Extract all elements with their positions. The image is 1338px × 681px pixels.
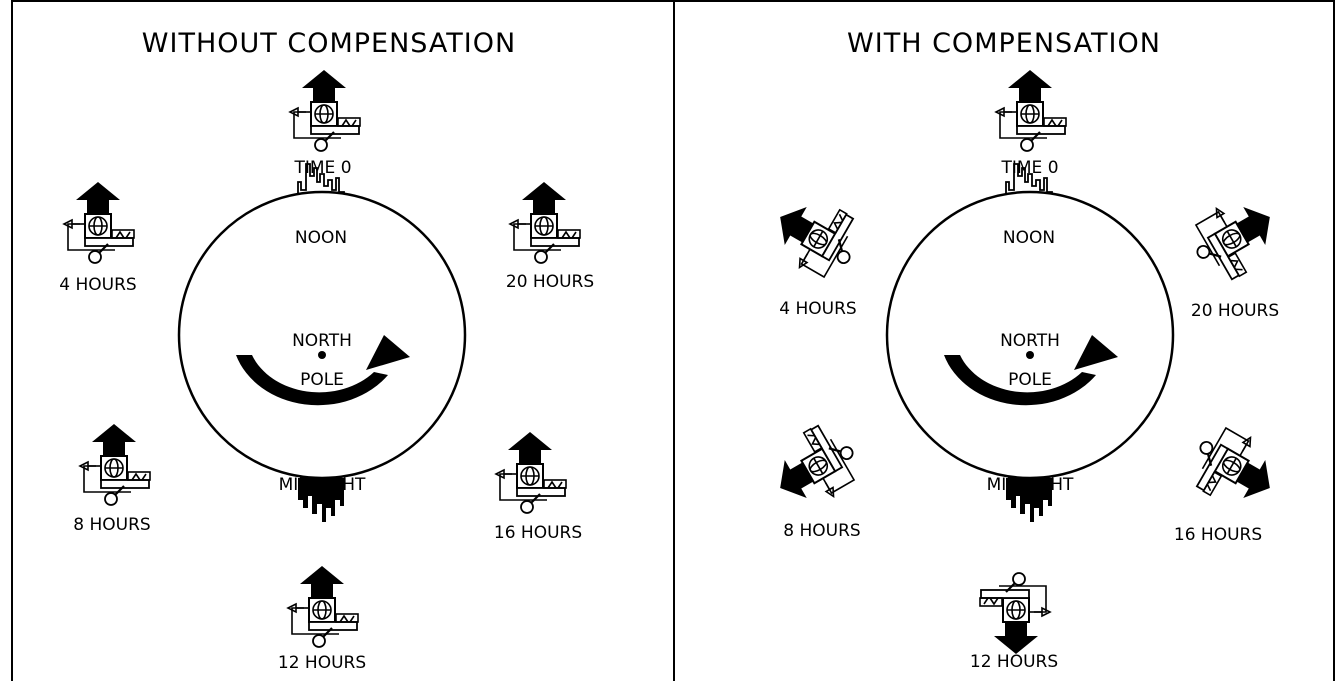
position-label: 16 HOURS [494,523,582,543]
north-label: NORTH [1000,331,1060,351]
gyroscope-icon [62,182,135,264]
position-label: 8 HOURS [73,515,150,535]
up-arrow-icon [1236,459,1270,499]
gyroscope-icon [979,572,1052,654]
position-label: 8 HOURS [783,521,860,541]
up-arrow-icon [76,182,120,214]
position-label: 20 HOURS [1191,301,1279,321]
panel-with-compensation: WITH COMPENSATION NOON MIDNIGHT NORTH PO… [779,28,1279,672]
position-label: TIME 0 [293,158,351,178]
up-arrow-icon [508,432,552,464]
gyroscope-icon [994,70,1067,152]
gyroscope-icon [780,206,855,279]
position-label: 12 HOURS [278,653,366,673]
position-label: 4 HOURS [779,299,856,319]
north-pole-dot [318,351,326,359]
pole-label: POLE [1008,370,1052,390]
gyroscope-icon [508,182,581,264]
noon-label: NOON [295,228,347,248]
panel-without-compensation: WITHOUT COMPENSATION NOON MIDNIGHT NORTH… [59,28,594,673]
midnight-label: MIDNIGHT [279,475,366,495]
curved-arrow-icon [944,335,1118,406]
pole-label: POLE [300,370,344,390]
up-arrow-icon [1008,70,1052,102]
midnight-label: MIDNIGHT [987,475,1074,495]
gyroscope-icon [494,432,567,514]
gyroscope-icon [286,566,359,648]
gyroscope-icon [1195,426,1270,499]
curved-arrow-icon [236,335,410,406]
inverted-city-skyline-icon [298,478,344,522]
gyroscope-icon [288,70,361,152]
north-label: NORTH [292,331,352,351]
city-skyline-icon [297,163,345,194]
panel-title: WITH COMPENSATION [847,28,1161,59]
position-label: TIME 0 [1000,158,1058,178]
up-arrow-icon [92,424,136,456]
up-arrow-icon [780,459,814,499]
noon-label: NOON [1003,228,1055,248]
gyroscope-icon [780,424,856,499]
up-arrow-icon [1236,206,1270,246]
up-arrow-icon [300,566,344,598]
position-label: 20 HOURS [506,272,594,292]
city-skyline-icon [1005,163,1053,194]
position-label: 4 HOURS [59,275,136,295]
gyroscope-icon [78,424,151,506]
up-arrow-icon [780,206,814,246]
position-label: 16 HOURS [1174,525,1262,545]
up-arrow-icon [994,622,1038,654]
up-arrow-icon [302,70,346,102]
inverted-city-skyline-icon [1006,478,1052,522]
gyroscope-icon [1194,206,1270,281]
panel-title: WITHOUT COMPENSATION [142,28,516,59]
position-label: 12 HOURS [970,652,1058,672]
up-arrow-icon [522,182,566,214]
north-pole-dot [1026,351,1034,359]
